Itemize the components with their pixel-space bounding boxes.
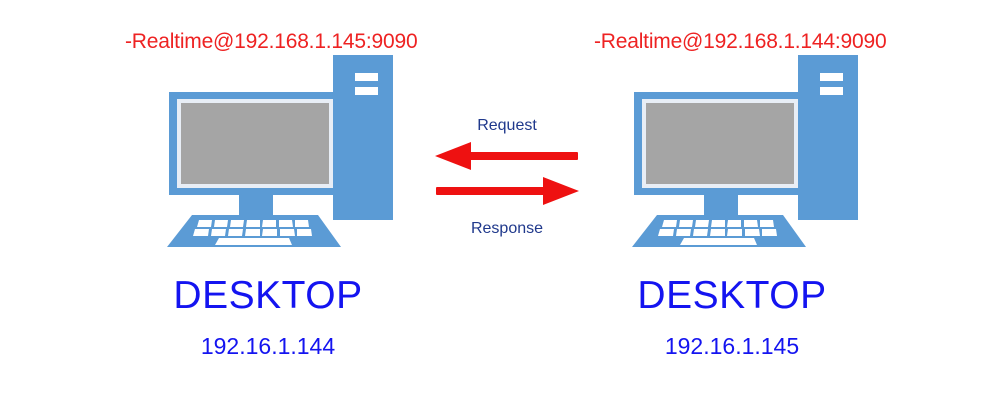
monitor-screen — [181, 103, 329, 184]
tower-drive-slot-upper — [820, 73, 843, 81]
response-arrow-label: Response — [470, 220, 544, 237]
monitor-stand — [239, 195, 273, 215]
node-left — [155, 55, 400, 265]
node-ip-right: 192.16.1.145 — [664, 333, 800, 359]
keyboard-space-bar — [215, 238, 292, 245]
keyboard-space-bar — [680, 238, 757, 245]
computer-tower — [333, 55, 393, 220]
desktop-computer-icon — [632, 55, 858, 247]
keyboard-key-row-2 — [658, 229, 777, 236]
computer-tower — [798, 55, 858, 220]
node-caption-right: DESKTOP 192.16.1.145 — [582, 276, 882, 358]
tower-drive-slot-lower — [355, 87, 378, 95]
node-right — [620, 55, 865, 265]
request-arrow-label: Request — [477, 117, 537, 134]
node-name-left: DESKTOP — [173, 274, 363, 317]
monitor-stand — [704, 195, 738, 215]
keyboard-key-row-1 — [662, 220, 774, 227]
endpoint-label-right: -Realtime@192.168.1.144:9090 — [594, 30, 887, 53]
node-caption-left: DESKTOP 192.16.1.144 — [118, 276, 418, 358]
endpoint-label-left: -Realtime@192.168.1.145:9090 — [125, 30, 418, 53]
arrow-right-icon — [436, 177, 579, 205]
keyboard-key-row-2 — [193, 229, 312, 236]
node-ip-left: 192.16.1.144 — [200, 333, 336, 359]
tower-drive-slot-lower — [820, 87, 843, 95]
arrow-left-icon — [435, 142, 578, 170]
tower-drive-slot-upper — [355, 73, 378, 81]
desktop-computer-icon — [167, 55, 393, 247]
message-flow-group: Request Response — [428, 108, 586, 243]
monitor-screen — [646, 103, 794, 184]
node-name-right: DESKTOP — [637, 274, 827, 317]
keyboard-key-row-1 — [197, 220, 309, 227]
